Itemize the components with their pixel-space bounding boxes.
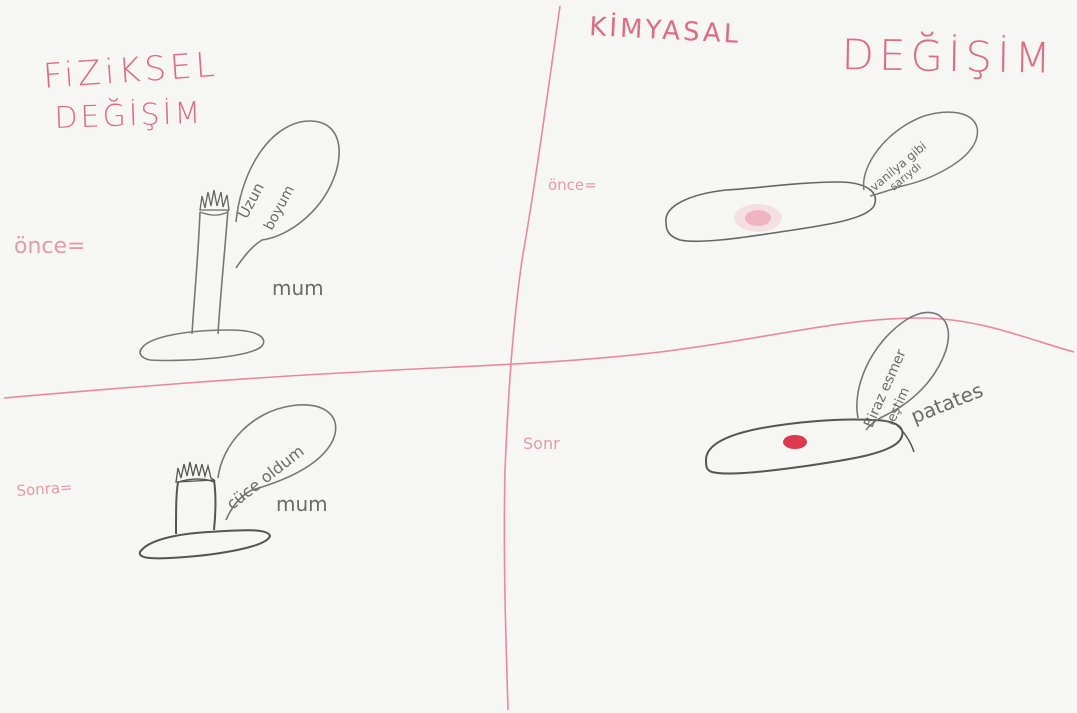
label-before-right: önce= bbox=[548, 178, 597, 193]
label-before-left: önce= bbox=[14, 236, 85, 258]
potato-after-drawing bbox=[706, 419, 914, 473]
potato-before-drawing bbox=[666, 182, 875, 241]
red-spot bbox=[783, 435, 807, 449]
vertical-divider-line bbox=[504, 6, 560, 710]
label-after-left: Sonra= bbox=[16, 480, 73, 499]
title-physical-line2: DEĞİŞİM bbox=[54, 99, 204, 134]
title-chemical-line1: KİMYASAL bbox=[589, 14, 742, 48]
candle-label-after: mum bbox=[276, 494, 328, 514]
title-chemical-line2: DEĞİŞİM bbox=[841, 34, 1056, 80]
horizontal-divider-line bbox=[4, 318, 1074, 398]
candle-label-before: mum bbox=[272, 278, 324, 298]
label-after-right: Sonr bbox=[523, 436, 560, 452]
flame-top bbox=[200, 190, 229, 210]
